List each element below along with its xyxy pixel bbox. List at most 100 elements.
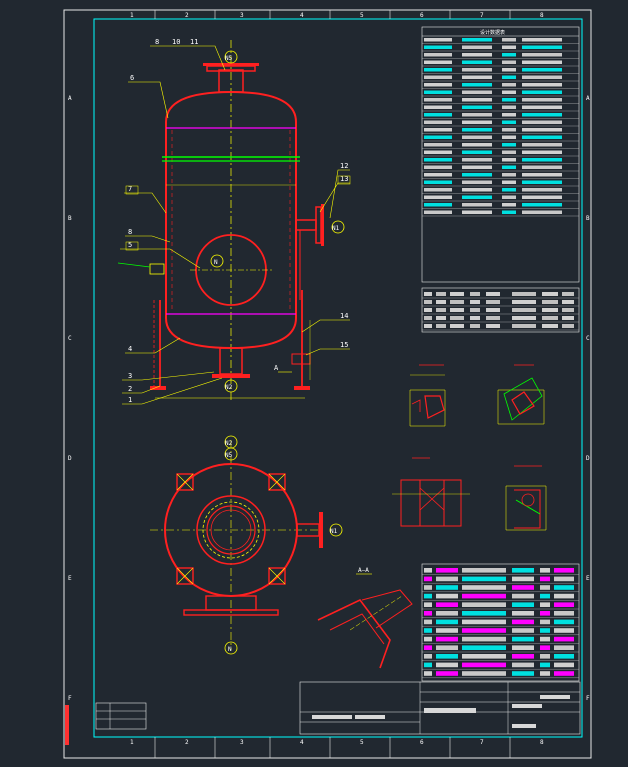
table-cell <box>450 308 464 312</box>
table-cell <box>522 180 562 184</box>
table-cell <box>470 316 480 320</box>
table-cell <box>542 308 558 312</box>
column-labels: 1 2 3 4 5 6 7 8 1 2 3 4 5 6 7 8 <box>130 12 544 746</box>
table-cell <box>462 210 492 214</box>
col-label: 4 <box>300 739 304 746</box>
table-cell <box>502 105 516 109</box>
nozzle-tag-n5 <box>224 50 238 64</box>
table-cell <box>424 300 432 304</box>
table-cell <box>436 568 458 573</box>
table-cell <box>522 158 562 162</box>
table-cell <box>424 593 432 599</box>
table-cell <box>462 195 492 199</box>
balloon: 8 <box>128 228 132 236</box>
row-label: E <box>68 575 72 582</box>
table-cell <box>486 316 500 320</box>
balloon: 10 <box>172 38 180 46</box>
table-cell <box>424 68 452 72</box>
table-cell <box>486 308 500 312</box>
table-cell <box>554 568 574 573</box>
balloon: 15 <box>340 341 348 349</box>
table-cell <box>502 143 516 147</box>
parts-list <box>421 563 580 682</box>
drawing-frame <box>93 18 583 738</box>
table-cell <box>462 568 506 573</box>
table-cell <box>540 619 550 625</box>
table-cell <box>424 324 432 328</box>
table-cell <box>502 158 516 162</box>
balloon: 12 <box>340 162 348 170</box>
table-cell <box>522 173 562 177</box>
table-cell <box>554 628 574 633</box>
table-cell <box>512 636 534 642</box>
table-cell <box>462 98 492 102</box>
vessel-plan: N1 N N2 N5 <box>150 435 343 655</box>
table-cell <box>450 300 464 304</box>
nozzle-label-n: N <box>214 259 218 266</box>
table-cell <box>462 173 492 177</box>
table-cell <box>462 135 492 139</box>
table-cell <box>512 602 534 607</box>
table-cell <box>540 628 550 633</box>
table-cell <box>502 203 516 207</box>
table-cell <box>512 576 534 582</box>
row-label: C <box>68 335 72 342</box>
table-cell <box>502 165 516 169</box>
table-cell <box>424 662 432 668</box>
balloon: 2 <box>128 385 132 393</box>
table-cell <box>462 585 506 590</box>
table-cell <box>554 671 574 676</box>
table-cell <box>424 120 452 124</box>
table-cell <box>462 128 492 132</box>
revision-block <box>95 702 147 730</box>
table-cell <box>462 90 492 94</box>
table-cell <box>462 68 492 72</box>
col-label: 6 <box>420 739 424 746</box>
table-cell <box>462 611 506 616</box>
table-cell <box>462 53 492 57</box>
table-cell <box>470 308 480 312</box>
row-label: B <box>586 215 590 222</box>
col-label: 8 <box>540 739 544 746</box>
table-cell <box>562 316 574 320</box>
table-cell <box>424 165 452 169</box>
table-cell <box>462 45 492 49</box>
nozzle-table <box>421 287 580 333</box>
nozzle-rows <box>422 292 579 331</box>
table-cell <box>540 671 550 676</box>
table-cell <box>424 113 452 117</box>
table-cell <box>462 619 506 625</box>
table-cell <box>424 195 452 199</box>
table-cell <box>502 60 516 64</box>
frame-ticks <box>154 10 511 758</box>
table-cell <box>462 60 492 64</box>
table-cell <box>436 619 458 625</box>
table-cell <box>424 645 432 650</box>
balloon: 8 <box>155 38 159 46</box>
table-cell <box>424 143 452 147</box>
row-label: D <box>68 455 72 462</box>
table-cell <box>554 576 574 582</box>
col-label: 7 <box>480 12 484 19</box>
table-cell <box>424 98 452 102</box>
table-cell <box>462 158 492 162</box>
table-cell <box>540 662 550 668</box>
table-cell <box>522 188 562 192</box>
table-cell <box>502 68 516 72</box>
table-cell <box>436 300 446 304</box>
table-cell <box>502 180 516 184</box>
table-cell <box>450 292 464 296</box>
nozzle-top <box>218 69 244 93</box>
table-cell <box>540 602 550 607</box>
table-cell <box>424 60 452 64</box>
table-cell <box>512 611 534 616</box>
table-cell <box>436 671 458 676</box>
table-cell <box>522 150 562 154</box>
table-cell <box>522 128 562 132</box>
col-label: 2 <box>185 12 189 19</box>
table-cell <box>512 662 534 668</box>
col-label: 6 <box>420 12 424 19</box>
balloon: 4 <box>128 345 132 353</box>
table-cell <box>462 602 506 607</box>
